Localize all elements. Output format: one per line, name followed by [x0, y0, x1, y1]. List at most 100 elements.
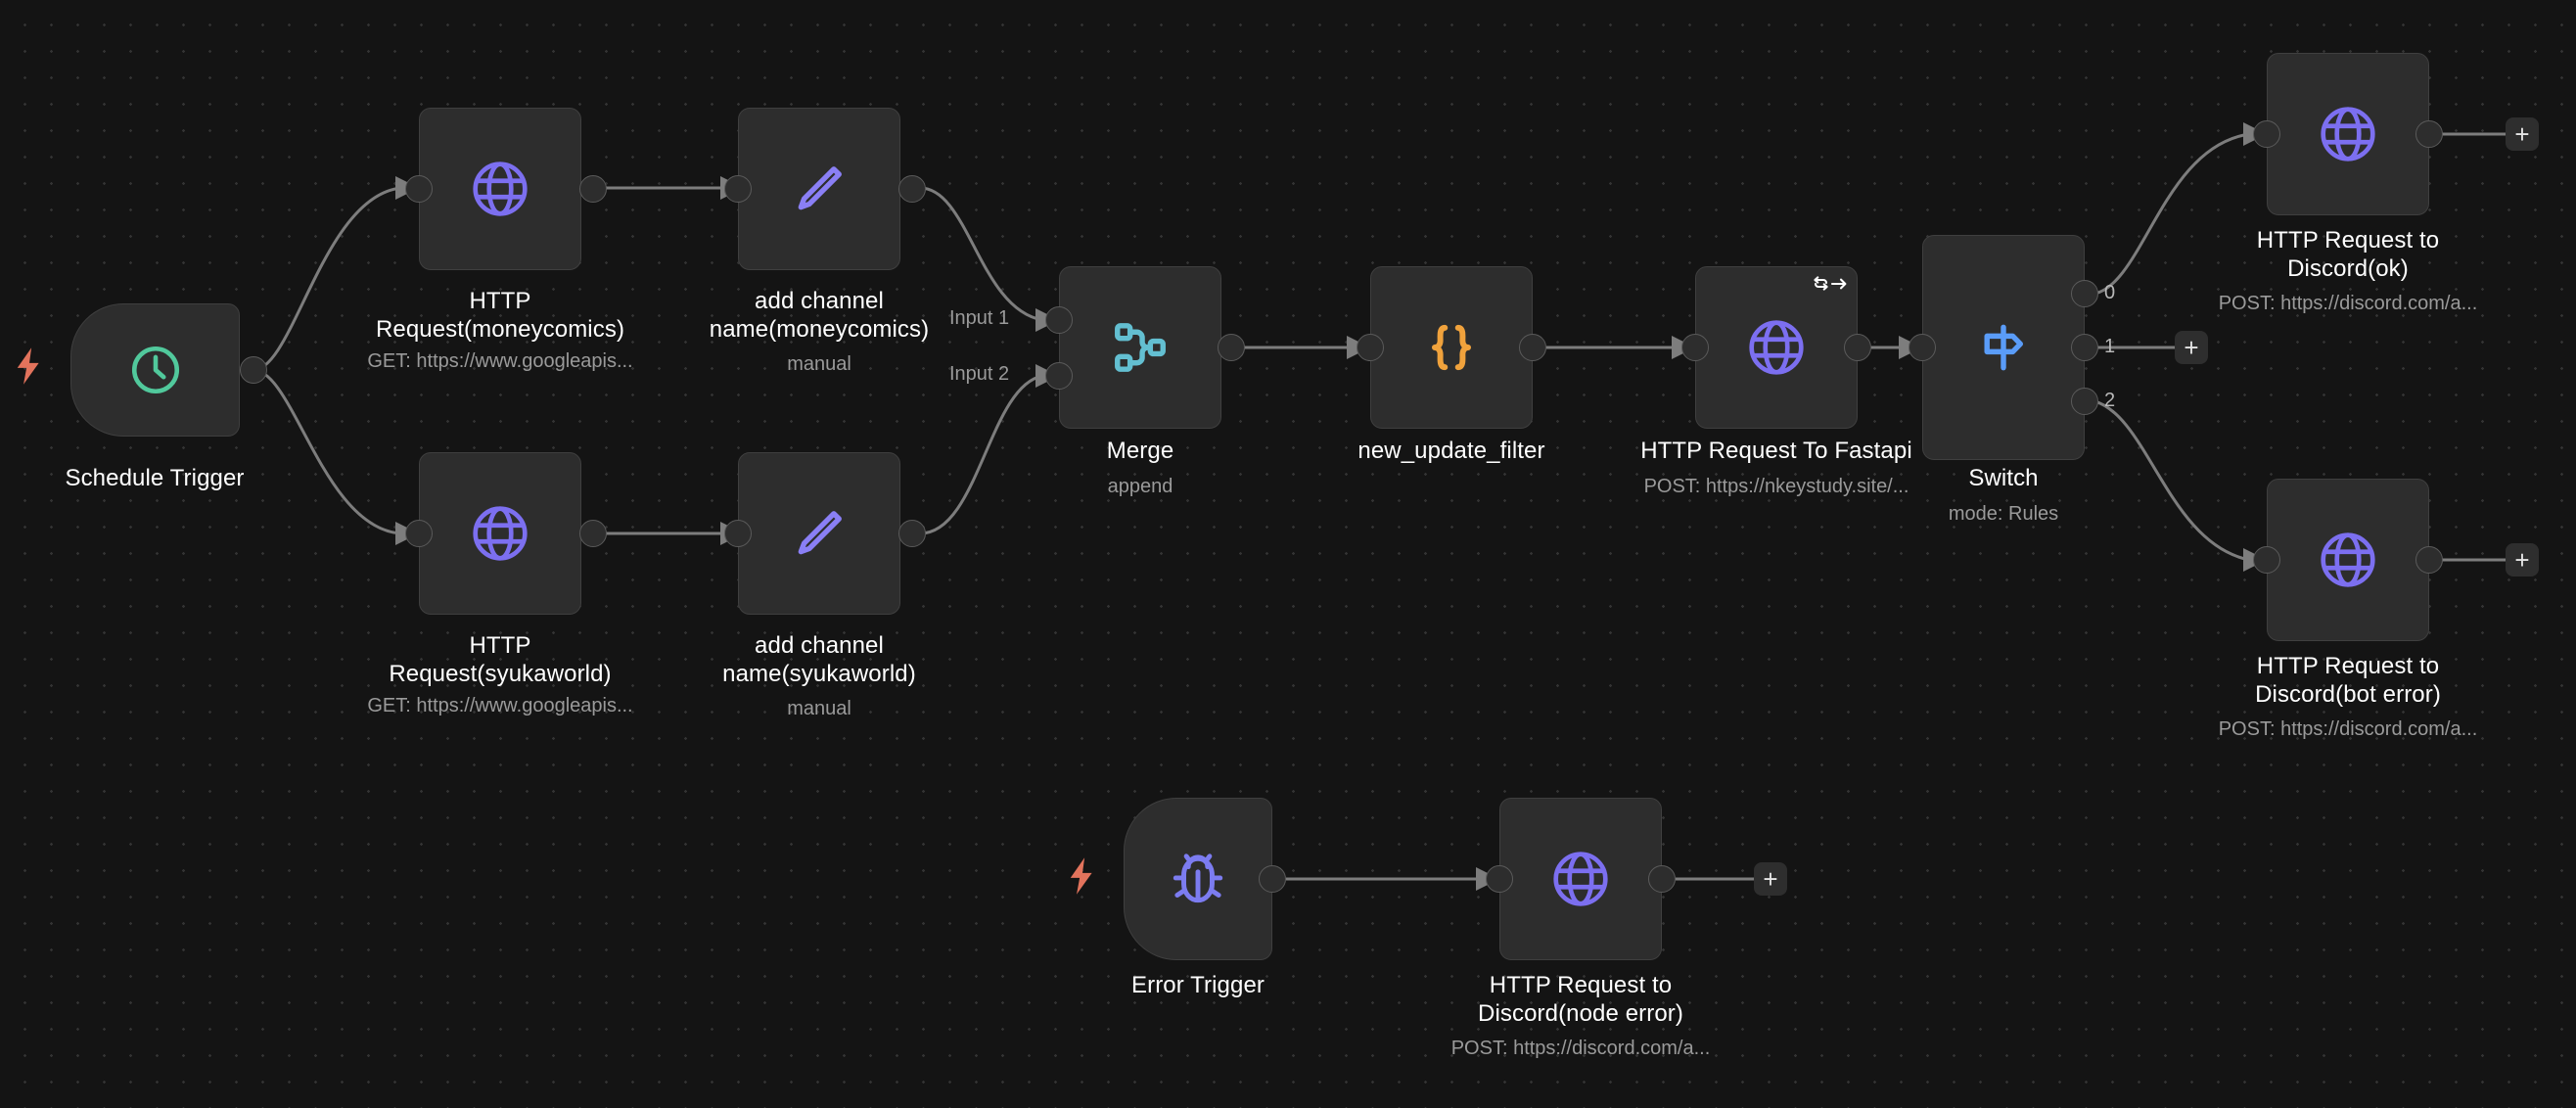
- node-error-trigger[interactable]: [1124, 798, 1272, 960]
- port-add-channel-syukaworld-in[interactable]: [724, 520, 752, 547]
- clock-icon: [127, 342, 184, 398]
- caption-add-channel-syukaworld-line1: add channel: [755, 632, 884, 659]
- caption-http-moneycomics-line2: Request(moneycomics): [375, 316, 625, 343]
- label-switch-out-2: 2: [2104, 390, 2116, 411]
- caption-discord-ok-line2: Discord(ok): [2287, 255, 2409, 282]
- subcaption-http-syukaworld: GET: https://www.googleapis...: [367, 695, 633, 716]
- port-discord-bot-error-out[interactable]: [2415, 546, 2443, 574]
- caption-add-channel-syukaworld-line2: name(syukaworld): [722, 661, 916, 687]
- port-merge-out[interactable]: [1218, 334, 1245, 361]
- label-switch-out-1: 1: [2104, 336, 2116, 357]
- node-schedule-trigger[interactable]: [70, 303, 240, 437]
- port-switch-out-2[interactable]: [2071, 388, 2098, 415]
- edge-switch0-to-discord-ok: [2093, 132, 2250, 296]
- port-discord-ok-out[interactable]: [2415, 120, 2443, 148]
- globe-icon: [468, 157, 532, 221]
- globe-icon: [2316, 528, 2380, 592]
- merge-icon: [1110, 317, 1171, 378]
- globe-icon: [2316, 102, 2380, 166]
- port-http-moneycomics-out[interactable]: [579, 175, 607, 203]
- node-http-request-moneycomics[interactable]: [419, 108, 581, 270]
- globe-icon: [1744, 315, 1809, 380]
- globe-icon: [1548, 847, 1613, 911]
- lightning-bolt-icon: [14, 347, 43, 390]
- edge-addchannel-moneycomics-to-merge: [919, 186, 1043, 322]
- port-http-syukaworld-in[interactable]: [405, 520, 433, 547]
- add-node-button-discord-ok[interactable]: +: [2506, 117, 2539, 151]
- lightning-bolt-icon: [1067, 857, 1096, 900]
- label-switch-out-0: 0: [2104, 282, 2116, 303]
- port-new-update-filter-out[interactable]: [1519, 334, 1546, 361]
- port-fastapi-out[interactable]: [1844, 334, 1871, 361]
- node-add-channel-name-syukaworld[interactable]: [738, 452, 900, 615]
- port-merge-input-1[interactable]: [1045, 306, 1073, 334]
- node-switch[interactable]: [1922, 235, 2085, 460]
- subcaption-add-channel-syukaworld: manual: [787, 698, 851, 719]
- node-http-request-syukaworld[interactable]: [419, 452, 581, 615]
- node-http-request-to-discord-ok[interactable]: [2267, 53, 2429, 215]
- caption-http-moneycomics-line1: HTTP: [469, 288, 531, 314]
- add-node-button-discord-bot-error[interactable]: +: [2506, 543, 2539, 577]
- port-discord-ok-in[interactable]: [2253, 120, 2280, 148]
- subcaption-switch: mode: Rules: [1948, 503, 2059, 525]
- port-schedule-trigger-out[interactable]: [240, 356, 267, 384]
- caption-schedule-trigger: Schedule Trigger: [65, 465, 245, 491]
- subcaption-merge: append: [1107, 476, 1173, 497]
- node-http-request-to-discord-node-error[interactable]: [1499, 798, 1662, 960]
- signpost-icon: [1973, 317, 2034, 378]
- port-discord-node-error-out[interactable]: [1648, 865, 1676, 893]
- caption-switch: Switch: [1968, 465, 2039, 491]
- bug-icon: [1168, 849, 1228, 909]
- port-switch-out-0[interactable]: [2071, 280, 2098, 307]
- port-add-channel-moneycomics-in[interactable]: [724, 175, 752, 203]
- pencil-icon: [788, 502, 851, 565]
- port-new-update-filter-in[interactable]: [1357, 334, 1384, 361]
- edge-addchannel-syukaworld-to-merge: [919, 374, 1043, 535]
- edge-schedule-to-moneycomics: [253, 186, 402, 372]
- port-discord-node-error-in[interactable]: [1486, 865, 1513, 893]
- pencil-icon: [788, 158, 851, 220]
- subcaption-discord-node-error: POST: https://discord.com/a...: [1450, 1038, 1711, 1059]
- subcaption-discord-ok: POST: https://discord.com/a...: [2218, 293, 2478, 314]
- caption-new-update-filter: new_update_filter: [1357, 438, 1545, 464]
- caption-http-syukaworld-line2: Request(syukaworld): [389, 661, 612, 687]
- edge-schedule-to-syukaworld: [253, 368, 402, 535]
- port-fastapi-in[interactable]: [1681, 334, 1709, 361]
- edge-switch2-to-discord-bot-error: [2093, 399, 2250, 562]
- add-node-button-switch-out-1[interactable]: +: [2175, 331, 2208, 364]
- caption-discord-bot-error-line1: HTTP Request to: [2256, 653, 2440, 679]
- caption-discord-node-error-line2: Discord(node error): [1478, 1000, 1683, 1027]
- add-node-button-discord-node-error[interactable]: +: [1754, 862, 1787, 896]
- code-braces-icon: [1421, 317, 1482, 378]
- port-merge-input-2[interactable]: [1045, 362, 1073, 390]
- subcaption-http-moneycomics: GET: https://www.googleapis...: [367, 350, 633, 372]
- node-add-channel-name-moneycomics[interactable]: [738, 108, 900, 270]
- label-merge-input-1: Input 1: [949, 307, 1010, 329]
- caption-discord-bot-error-line2: Discord(bot error): [2255, 681, 2441, 708]
- port-http-syukaworld-out[interactable]: [579, 520, 607, 547]
- subcaption-add-channel-moneycomics: manual: [787, 353, 851, 375]
- caption-error-trigger: Error Trigger: [1131, 972, 1265, 998]
- caption-http-syukaworld-line1: HTTP: [469, 632, 531, 659]
- port-discord-bot-error-in[interactable]: [2253, 546, 2280, 574]
- node-http-request-to-fastapi[interactable]: [1695, 266, 1858, 429]
- node-new-update-filter[interactable]: [1370, 266, 1533, 429]
- globe-icon: [468, 501, 532, 566]
- node-http-request-to-discord-bot-error[interactable]: [2267, 479, 2429, 641]
- port-add-channel-syukaworld-out[interactable]: [898, 520, 926, 547]
- caption-fastapi: HTTP Request To Fastapi: [1640, 438, 1912, 464]
- caption-add-channel-moneycomics-line1: add channel: [755, 288, 884, 314]
- caption-add-channel-moneycomics-line2: name(moneycomics): [709, 316, 930, 343]
- caption-discord-node-error-line1: HTTP Request to: [1489, 972, 1673, 998]
- caption-merge: Merge: [1106, 438, 1174, 464]
- port-add-channel-moneycomics-out[interactable]: [898, 175, 926, 203]
- port-switch-out-1[interactable]: [2071, 334, 2098, 361]
- port-switch-in[interactable]: [1909, 334, 1936, 361]
- port-http-moneycomics-in[interactable]: [405, 175, 433, 203]
- caption-discord-ok-line1: HTTP Request to: [2256, 227, 2440, 254]
- subcaption-discord-bot-error: POST: https://discord.com/a...: [2218, 718, 2478, 740]
- port-error-trigger-out[interactable]: [1259, 865, 1286, 893]
- node-merge[interactable]: [1059, 266, 1221, 429]
